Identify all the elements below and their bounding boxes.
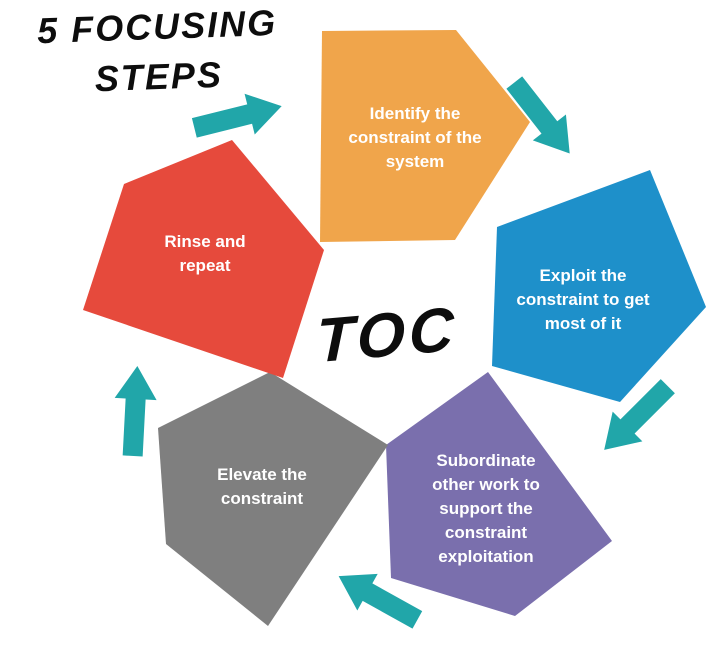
step-label-line: most of it [544, 314, 622, 333]
step-label-exploit: Exploit the constraint to get most of it [493, 264, 673, 336]
arrow-exploit-to-subordinate-icon [604, 379, 675, 450]
step-label-line: Rinse and [164, 232, 246, 251]
petal-subordinate [386, 372, 612, 616]
step-label-line: constraint [444, 523, 528, 542]
step-label-line: Identify the [369, 104, 461, 123]
petal-elevate [158, 372, 388, 626]
center-label: TOC [315, 294, 459, 377]
step-label-subordinate: Subordinate other work to support the co… [396, 449, 576, 569]
petal-repeat [83, 140, 324, 378]
step-label-elevate: Elevate the constraint [172, 463, 352, 511]
step-label-line: constraint to get [516, 290, 650, 309]
petal-identify [320, 30, 530, 242]
step-label-line: other work to [432, 475, 540, 494]
petal-exploit [492, 170, 706, 402]
step-label-line: repeat [179, 256, 231, 275]
arrow-elevate-to-repeat-icon [114, 366, 157, 457]
step-label-line: system [385, 152, 445, 171]
step-label-line: Subordinate [436, 451, 536, 470]
step-label-line: Exploit the [539, 266, 627, 285]
step-label-identify: Identify the constraint of the system [325, 102, 505, 174]
step-label-line: Elevate the [217, 465, 307, 484]
page-title-line-2: Steps [94, 53, 224, 100]
page-title-line-1: 5 Focusing [36, 1, 278, 52]
step-label-line: support the [439, 499, 533, 518]
page-title: 5 Focusing Steps [26, 0, 289, 107]
arrow-identify-to-exploit-icon [506, 76, 570, 154]
step-label-line: constraint of the [348, 128, 482, 147]
step-label-line: exploitation [438, 547, 534, 566]
arrow-repeat-to-identify-icon [191, 93, 282, 138]
arrow-subordinate-to-elevate-icon [338, 573, 423, 629]
step-label-line: constraint [220, 489, 304, 508]
step-label-repeat: Rinse and repeat [115, 230, 295, 278]
